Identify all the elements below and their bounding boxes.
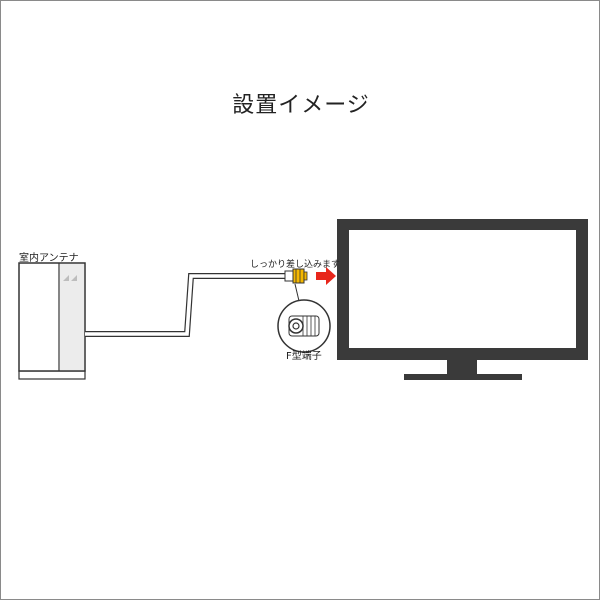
f-terminal-jack-icon xyxy=(277,299,331,353)
antenna-label: 室内アンテナ xyxy=(19,253,79,264)
instruction-label: しっかり差し込みます xyxy=(250,260,341,270)
indoor-antenna-icon xyxy=(18,262,86,380)
tv-stand-base xyxy=(404,374,522,380)
pointer-line xyxy=(294,283,300,302)
f-terminal-label: F型端子 xyxy=(286,351,322,362)
antenna-cable xyxy=(85,273,287,337)
tv-stand-neck xyxy=(447,360,477,374)
f-connector-plug-icon xyxy=(284,268,308,284)
red-arrow-icon xyxy=(316,267,336,285)
television-icon xyxy=(337,219,588,380)
diagram-title: 設置イメージ xyxy=(232,93,370,118)
signal-icon xyxy=(63,275,77,281)
